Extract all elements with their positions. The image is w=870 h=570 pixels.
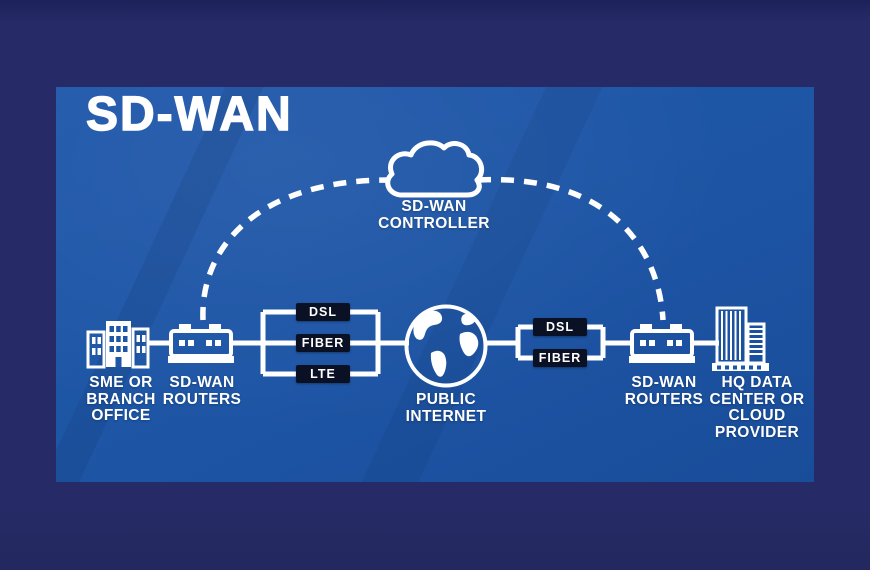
controller-dashed-link-right (477, 176, 666, 321)
link-tag-fiber-right: FIBER (533, 349, 587, 367)
link-tag-fiber-left: FIBER (296, 334, 350, 352)
router-icon (166, 322, 236, 365)
hq-datacenter-label: HQ DATA CENTER OR CLOUD PROVIDER (709, 374, 805, 441)
left-routers-label: SD-WAN ROUTERS (162, 374, 242, 408)
link-tag-dsl-left: DSL (296, 303, 350, 321)
branch-office-label: SME OR BRANCH OFFICE (86, 374, 156, 424)
controller-dashed-link-left (200, 177, 390, 321)
office-buildings-icon (86, 321, 150, 369)
public-internet-label: PUBLIC INTERNET (405, 391, 487, 425)
link-tag-dsl-right: DSL (533, 318, 587, 336)
right-routers-label: SD-WAN ROUTERS (624, 374, 704, 408)
globe-icon (404, 304, 488, 388)
cloud-icon (385, 140, 485, 198)
controller-label: SD-WAN CONTROLLER (378, 198, 490, 232)
link-tag-lte-left: LTE (296, 365, 350, 383)
datacenter-building-icon (712, 306, 769, 371)
sdwan-diagram-panel: SD-WAN (56, 87, 814, 482)
page-title: SD-WAN (85, 88, 293, 141)
router-icon (627, 322, 697, 365)
